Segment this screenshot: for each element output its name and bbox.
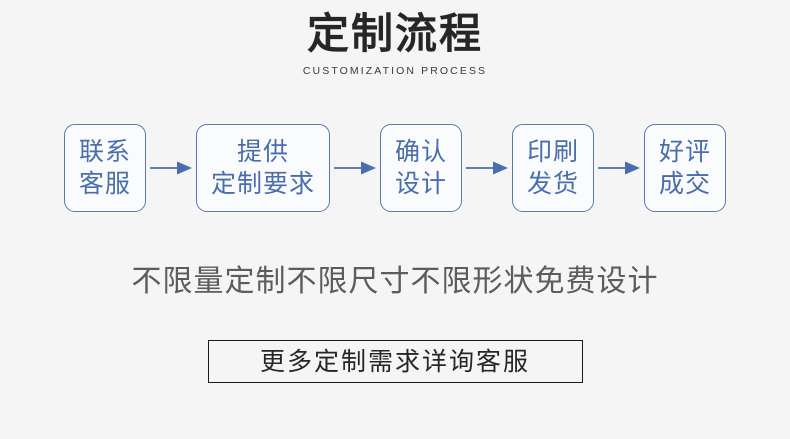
process-step-4[interactable]: 印刷 发货 (512, 124, 595, 212)
process-step-1-line2: 客服 (78, 170, 131, 198)
process-flow: 联系 客服 提供 定制要求 确认 设计 印刷 发货 (0, 118, 790, 218)
tagline: 不限量定制不限尺寸不限形状免费设计 (131, 265, 659, 298)
process-step-5[interactable]: 好评 成交 (644, 124, 727, 212)
process-step-3-line1: 确认 (394, 138, 447, 166)
process-step-1[interactable]: 联系 客服 (63, 124, 146, 212)
contact-support-label: 更多定制需求详询客服 (259, 347, 530, 376)
process-step-4-line1: 印刷 (527, 138, 580, 166)
page-header: 定制流程 CUSTOMIZATION PROCESS (0, 8, 790, 78)
page-subtitle: CUSTOMIZATION PROCESS (302, 65, 488, 77)
cta-container: 更多定制需求详询客服 (0, 340, 790, 383)
process-step-4-line2: 发货 (527, 170, 580, 198)
arrow-right-icon-4 (594, 157, 644, 179)
process-step-3[interactable]: 确认 设计 (379, 124, 462, 212)
arrow-right-icon-3 (462, 157, 512, 179)
process-step-1-line1: 联系 (78, 138, 131, 166)
contact-support-button[interactable]: 更多定制需求详询客服 (207, 340, 583, 383)
process-step-2[interactable]: 提供 定制要求 (195, 124, 330, 212)
page-title: 定制流程 (306, 10, 483, 57)
process-step-2-line1: 提供 (236, 138, 289, 166)
process-step-5-line1: 好评 (659, 138, 712, 166)
process-step-5-line2: 成交 (659, 170, 712, 198)
process-step-2-line2: 定制要求 (210, 170, 315, 198)
arrow-right-icon-1 (146, 157, 196, 179)
arrow-right-icon-2 (330, 157, 380, 179)
process-step-3-line2: 设计 (394, 170, 447, 198)
